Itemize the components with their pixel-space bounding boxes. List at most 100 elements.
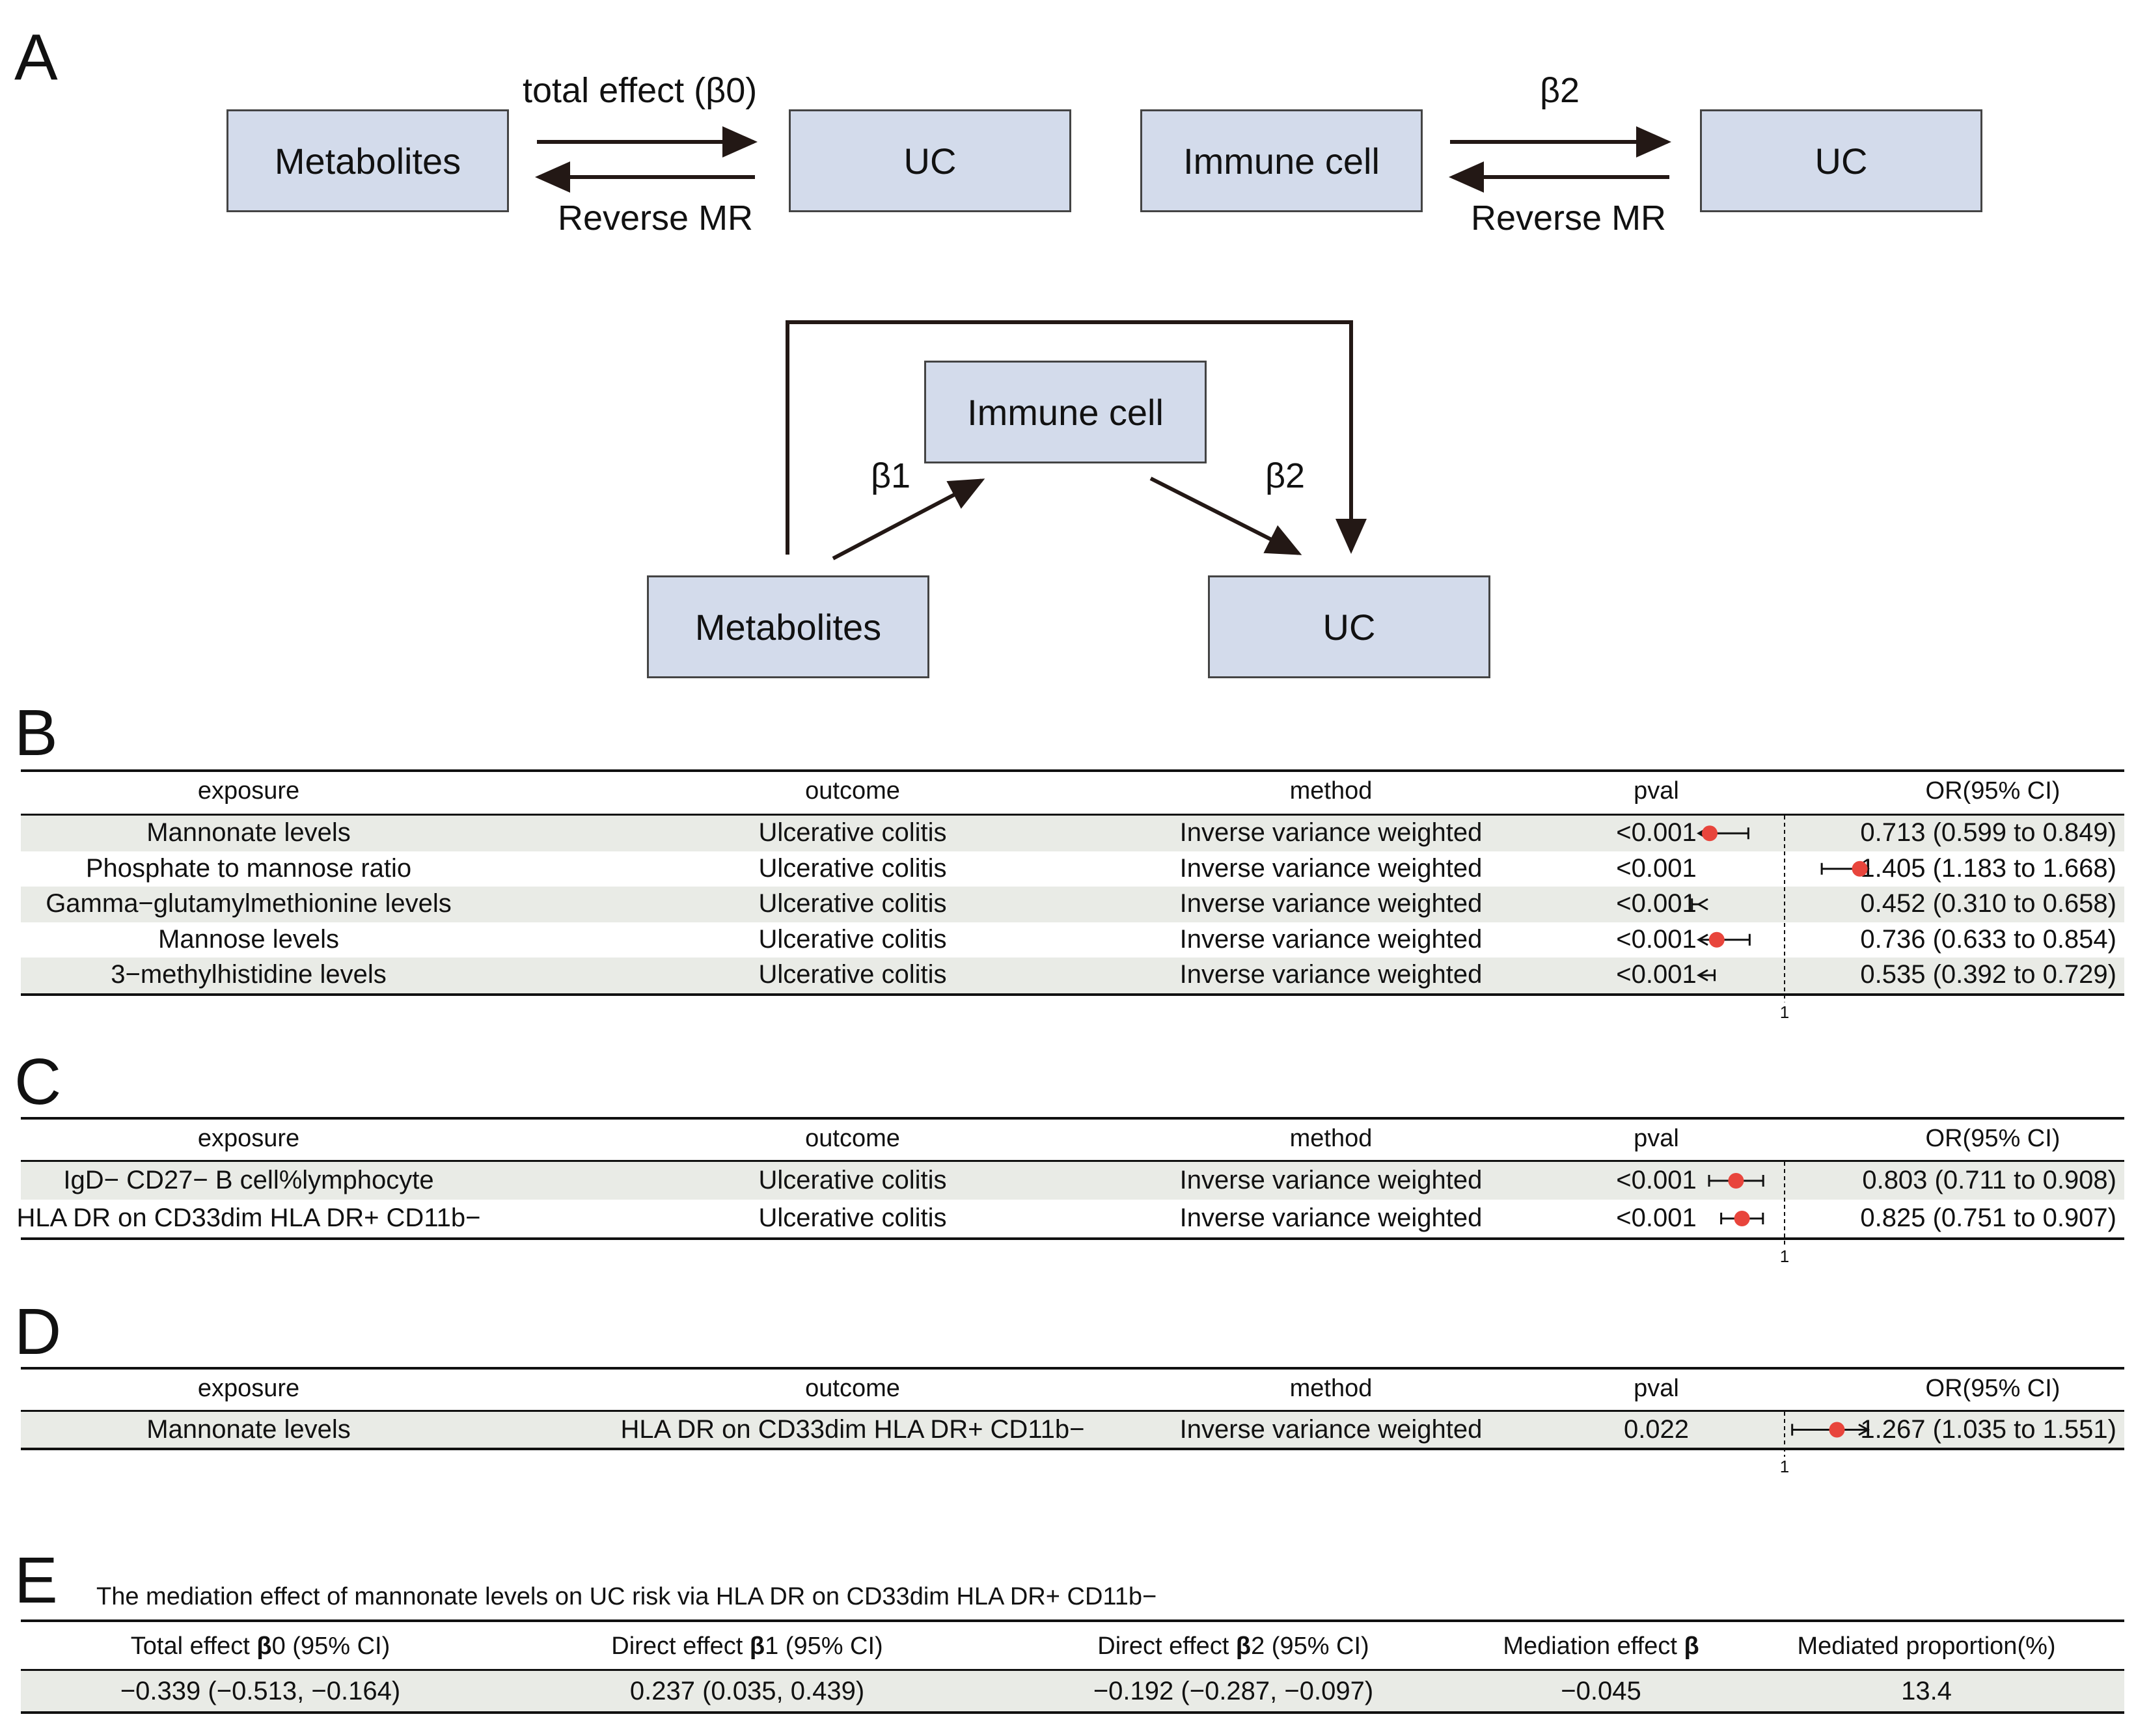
box-uc-top-left: UC <box>789 109 1071 212</box>
cell-pval: <0.001 <box>1616 889 1697 918</box>
cell-method: Inverse variance weighted <box>1179 1166 1483 1194</box>
mediation-header: Direct effect β2 (95% CI) <box>1097 1633 1369 1660</box>
mediation-value: −0.045 <box>1561 1677 1641 1705</box>
column-header-method: method <box>1289 777 1373 805</box>
panel-b-letter: B <box>14 696 58 769</box>
panel-c-letter: C <box>14 1045 62 1118</box>
cell-outcome: Ulcerative colitis <box>758 818 947 847</box>
mediation-value: 0.237 (0.035, 0.439) <box>629 1677 865 1705</box>
cell-method: Inverse variance weighted <box>1179 1414 1483 1444</box>
arrow-bracket-total-effect <box>786 320 1367 555</box>
cell-exposure: Mannose levels <box>158 924 339 954</box>
column-header-outcome: outcome <box>805 1375 900 1402</box>
cell-or-ci: 0.535 (0.392 to 0.729) <box>1860 960 2116 989</box>
mediation-top-rule <box>21 1619 2124 1622</box>
column-header-method: method <box>1289 1125 1373 1152</box>
cell-outcome: Ulcerative colitis <box>758 889 947 918</box>
mediation-header: Total effect β0 (95% CI) <box>130 1633 390 1660</box>
cell-method: Inverse variance weighted <box>1179 853 1483 883</box>
label-beta1: β1 <box>871 456 911 495</box>
cell-exposure: Gamma−glutamylmethionine levels <box>46 889 452 918</box>
cell-pval: 0.022 <box>1623 1414 1690 1444</box>
table-header-rule <box>21 1410 2124 1412</box>
cell-or-ci: 0.825 (0.751 to 0.907) <box>1860 1204 2116 1232</box>
ci-arrow-left <box>1696 933 1708 946</box>
column-header-or: OR(95% CI) <box>1925 1375 2061 1402</box>
cell-outcome: Ulcerative colitis <box>758 1166 947 1194</box>
column-header-or: OR(95% CI) <box>1925 1125 2061 1152</box>
mediation-header: Mediated proportion(%) <box>1797 1633 2056 1660</box>
table-row-shade <box>21 1412 2124 1448</box>
table-header-rule <box>21 814 2124 816</box>
cell-or-ci: 1.405 (1.183 to 1.668) <box>1860 853 2116 883</box>
reference-tick-label: 1 <box>1779 1002 1790 1022</box>
column-header-method: method <box>1289 1375 1373 1402</box>
box-immune-cell-top: Immune cell <box>1140 109 1423 212</box>
cell-or-ci: 1.267 (1.035 to 1.551) <box>1860 1414 2116 1444</box>
mediation-row-shade <box>21 1671 2124 1711</box>
cell-exposure: Mannonate levels <box>146 818 351 847</box>
cell-pval: <0.001 <box>1616 1204 1697 1232</box>
label-beta2-mediation: β2 <box>1265 456 1306 495</box>
panel-e-caption: The mediation effect of mannonate levels… <box>96 1583 1157 1610</box>
cell-method: Inverse variance weighted <box>1179 924 1483 954</box>
arrow-beta1 <box>832 478 985 560</box>
reference-tick-label: 1 <box>1779 1457 1790 1476</box>
table-header-rule <box>21 1160 2124 1162</box>
panel-a-letter: A <box>14 21 58 94</box>
cell-or-ci: 0.713 (0.599 to 0.849) <box>1860 818 2116 847</box>
mediation-value: −0.339 (−0.513, −0.164) <box>120 1677 401 1705</box>
cell-pval: <0.001 <box>1616 1166 1697 1194</box>
box-immune-cell-mediator: Immune cell <box>924 361 1207 463</box>
box-metabolites-mediation: Metabolites <box>647 575 929 678</box>
cell-exposure: IgD− CD27− B cell%lymphocyte <box>63 1166 434 1194</box>
label-total-effect: total effect (β0) <box>523 71 758 110</box>
arrow-beta2 <box>1149 476 1302 555</box>
label-beta2-top: β2 <box>1540 71 1580 110</box>
box-uc-mediation: UC <box>1208 575 1490 678</box>
cell-or-ci: 0.736 (0.633 to 0.854) <box>1860 924 2116 954</box>
label-reverse-mr-left: Reverse MR <box>558 199 754 238</box>
cell-outcome: Ulcerative colitis <box>758 853 947 883</box>
column-header-pval: pval <box>1634 777 1679 805</box>
column-header-outcome: outcome <box>805 1125 900 1152</box>
panel-e-letter: E <box>14 1544 58 1617</box>
mediation-value: 13.4 <box>1901 1677 1952 1705</box>
reference-tick-label: 1 <box>1779 1247 1790 1266</box>
column-header-pval: pval <box>1634 1125 1679 1152</box>
cell-method: Inverse variance weighted <box>1179 889 1483 918</box>
column-header-exposure: exposure <box>197 1125 300 1152</box>
table-bottom-rule <box>21 1237 2124 1240</box>
cell-exposure: Mannonate levels <box>146 1414 351 1444</box>
table-top-rule <box>21 769 2124 772</box>
column-header-exposure: exposure <box>197 1375 300 1402</box>
column-header-exposure: exposure <box>197 777 300 805</box>
cell-or-ci: 0.803 (0.711 to 0.908) <box>1862 1166 2116 1194</box>
panel-d-letter: D <box>14 1295 62 1368</box>
panel-a-arrows <box>535 126 1671 560</box>
cell-pval: <0.001 <box>1616 924 1697 954</box>
cell-exposure: Phosphate to mannose ratio <box>85 853 412 883</box>
table-bottom-rule <box>21 1448 2124 1450</box>
column-header-outcome: outcome <box>805 777 900 805</box>
mediation-bottom-rule <box>21 1711 2124 1714</box>
cell-method: Inverse variance weighted <box>1179 1204 1483 1232</box>
cell-pval: <0.001 <box>1616 853 1697 883</box>
point-estimate <box>1734 1211 1750 1226</box>
table-top-rule <box>21 1367 2124 1370</box>
cell-exposure: HLA DR on CD33dim HLA DR+ CD11b− <box>16 1204 481 1232</box>
cell-pval: <0.001 <box>1616 960 1697 989</box>
cell-method: Inverse variance weighted <box>1179 818 1483 847</box>
cell-outcome: HLA DR on CD33dim HLA DR+ CD11b− <box>620 1414 1085 1444</box>
column-header-pval: pval <box>1634 1375 1679 1402</box>
cell-outcome: Ulcerative colitis <box>758 960 947 989</box>
point-estimate <box>1708 931 1725 948</box>
box-metabolites-top: Metabolites <box>226 109 509 212</box>
table-row-shade <box>21 958 2124 993</box>
label-reverse-mr-right: Reverse MR <box>1471 199 1667 238</box>
mediation-header-rule <box>21 1669 2124 1671</box>
cell-outcome: Ulcerative colitis <box>758 924 947 954</box>
cell-outcome: Ulcerative colitis <box>758 1204 947 1232</box>
cell-or-ci: 0.452 (0.310 to 0.658) <box>1860 889 2116 918</box>
table-row-shade <box>21 887 2124 922</box>
